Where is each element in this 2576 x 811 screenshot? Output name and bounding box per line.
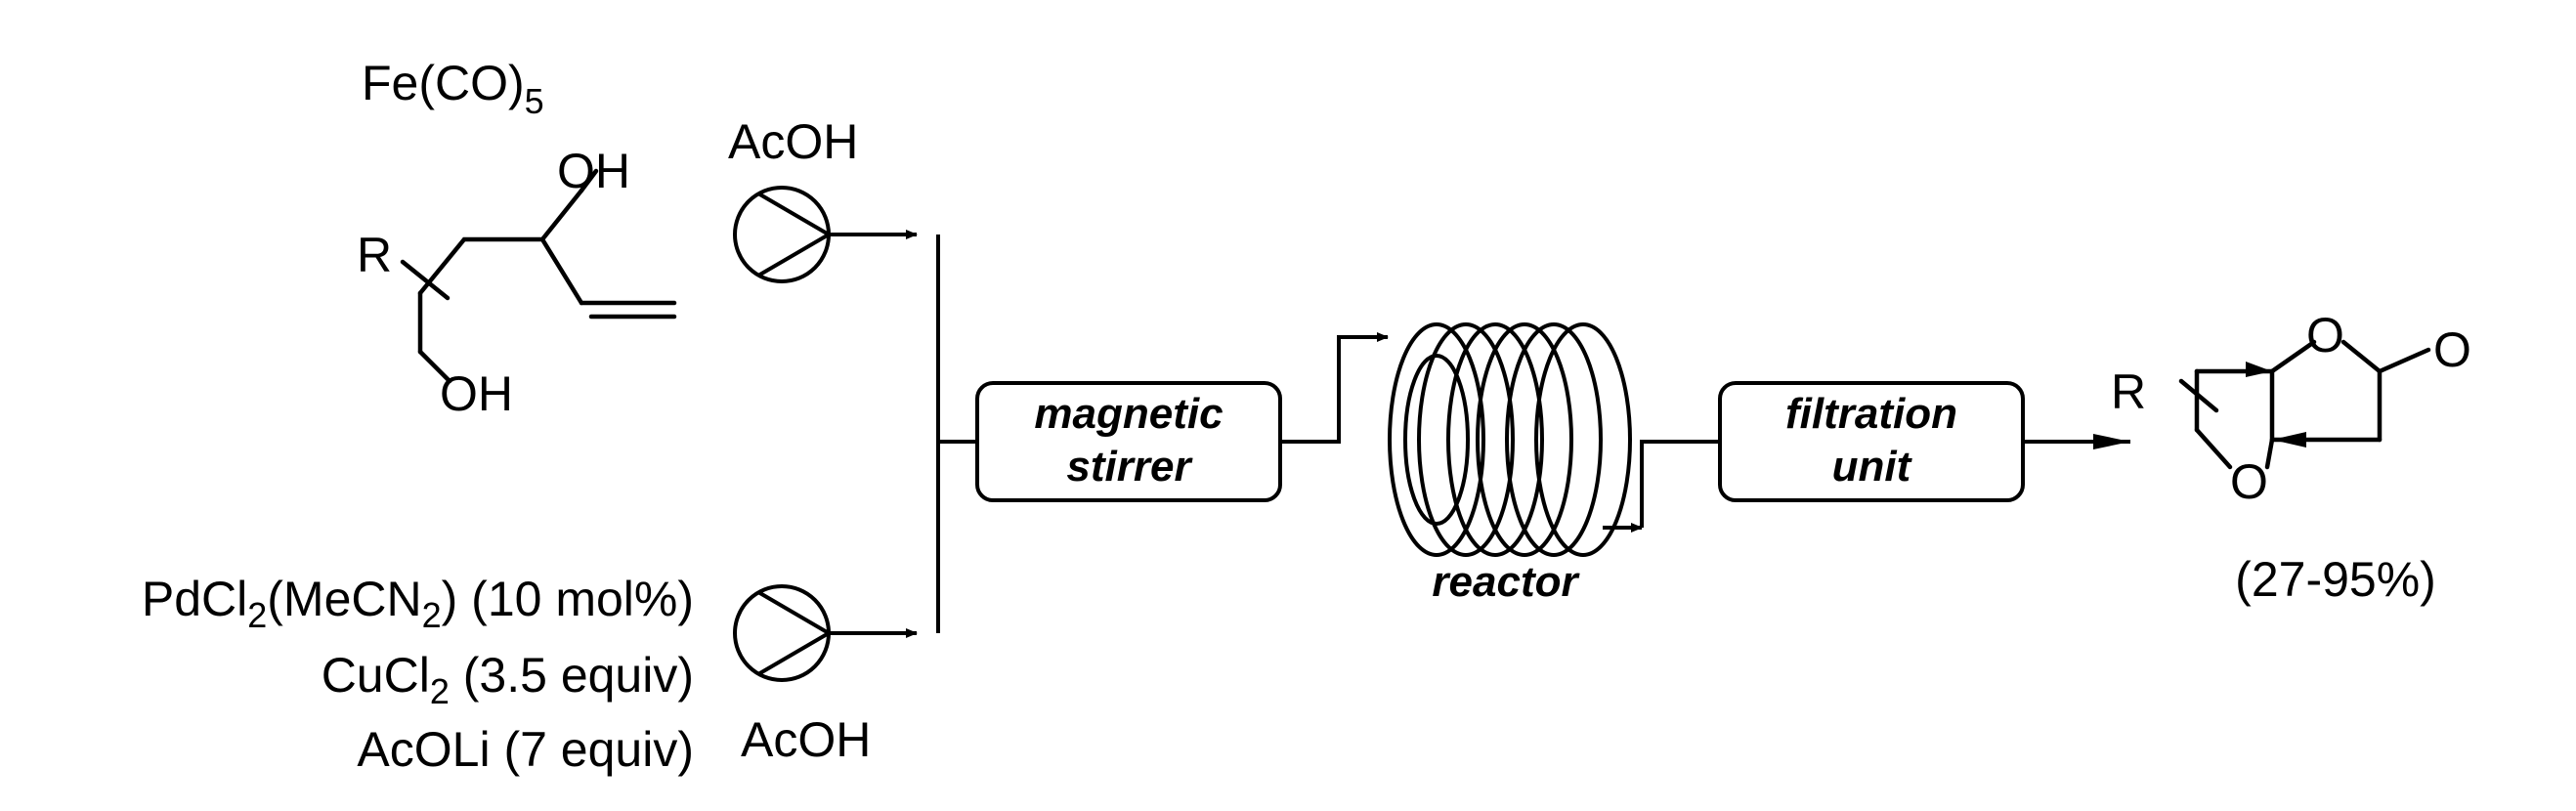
product-structure: R O O O <box>2111 308 2471 509</box>
substrate-oh-top: OH <box>557 144 630 198</box>
stirrer-label-line1: magnetic <box>1034 390 1223 438</box>
reagent-pd: PdCl2(MeCN2) (10 mol%) <box>142 572 694 635</box>
line-to-reactor <box>1280 332 1389 444</box>
filtration-unit: filtration unit <box>1718 381 2025 502</box>
filtration-label-line2: unit <box>1832 443 1913 491</box>
filtration-label-line1: filtration <box>1785 390 1957 438</box>
coil-reactor <box>1388 322 1632 557</box>
reactor-label: reactor <box>1432 558 1580 606</box>
magnetic-stirrer-unit: magnetic stirrer <box>975 381 1282 502</box>
reagent-li: AcOLi (7 equiv) <box>357 722 694 777</box>
substrate-r-label: R <box>357 228 392 282</box>
product-lactone-o: O <box>2306 308 2344 363</box>
substrate-structure: R OH OH <box>357 144 677 421</box>
product-carbonyl-o: O <box>2433 322 2471 377</box>
line-to-filtration <box>1640 440 1720 528</box>
product-ring-o: O <box>2230 454 2268 509</box>
pump-bottom <box>733 584 833 682</box>
pump-top-label: AcOH <box>728 114 858 169</box>
pump-top <box>733 186 833 283</box>
product-r-label: R <box>2111 364 2146 419</box>
substrate-oh-bottom: OH <box>440 366 513 421</box>
pump-bottom-label: AcOH <box>741 712 871 767</box>
reagent-list: PdCl2(MeCN2) (10 mol%) CuCl2 (3.5 equiv)… <box>142 572 694 777</box>
reagent-cu: CuCl2 (3.5 equiv) <box>322 648 694 711</box>
stirrer-label-line2: stirrer <box>1066 443 1193 491</box>
iron-pentacarbonyl-label: Fe(CO)5 <box>362 56 544 121</box>
product-yield: (27-95%) <box>2235 552 2436 607</box>
